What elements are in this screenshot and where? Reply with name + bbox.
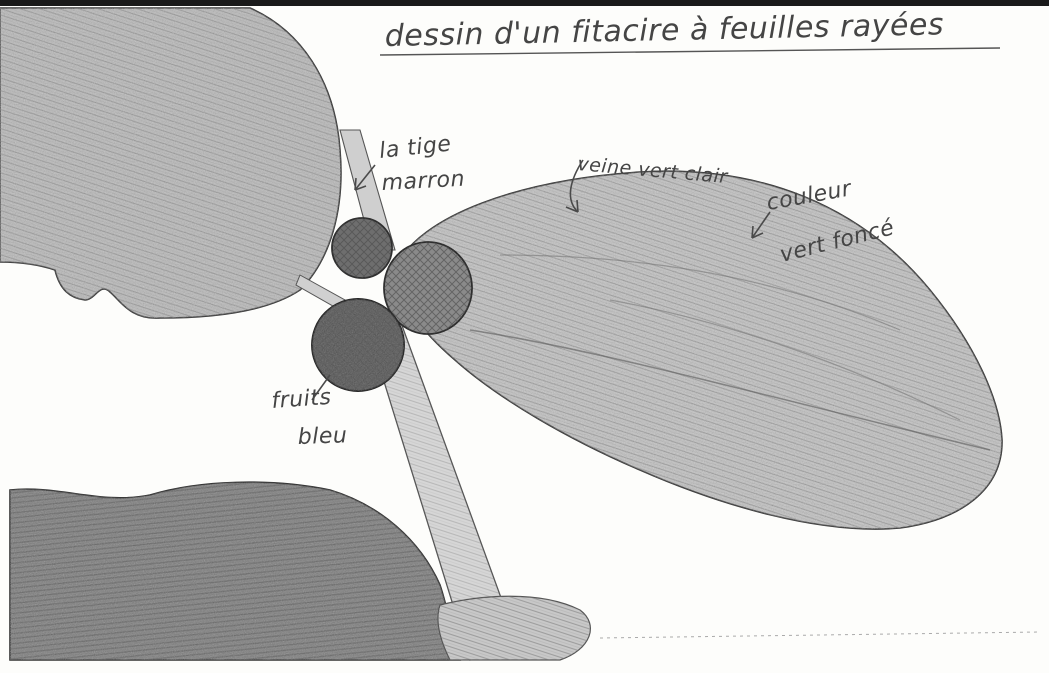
fruit-top <box>332 218 392 278</box>
leaf-bottom-small <box>438 596 590 660</box>
scan-artifact-line <box>600 632 1040 638</box>
drawing-title: dessin d'un fitacire à feuilles rayées <box>384 7 944 54</box>
label-stem-line1: la tige <box>378 132 453 164</box>
label-fruits-line2: bleu <box>297 423 347 450</box>
label-stem-line2: marron <box>381 167 466 196</box>
fruit-bottom <box>312 299 404 391</box>
leaf-top-left <box>0 8 341 318</box>
leaf-bottom-left <box>10 482 460 660</box>
label-fruits-line1: fruits <box>271 385 333 414</box>
leaf-right <box>395 171 1002 529</box>
paper-edge <box>0 0 1049 6</box>
